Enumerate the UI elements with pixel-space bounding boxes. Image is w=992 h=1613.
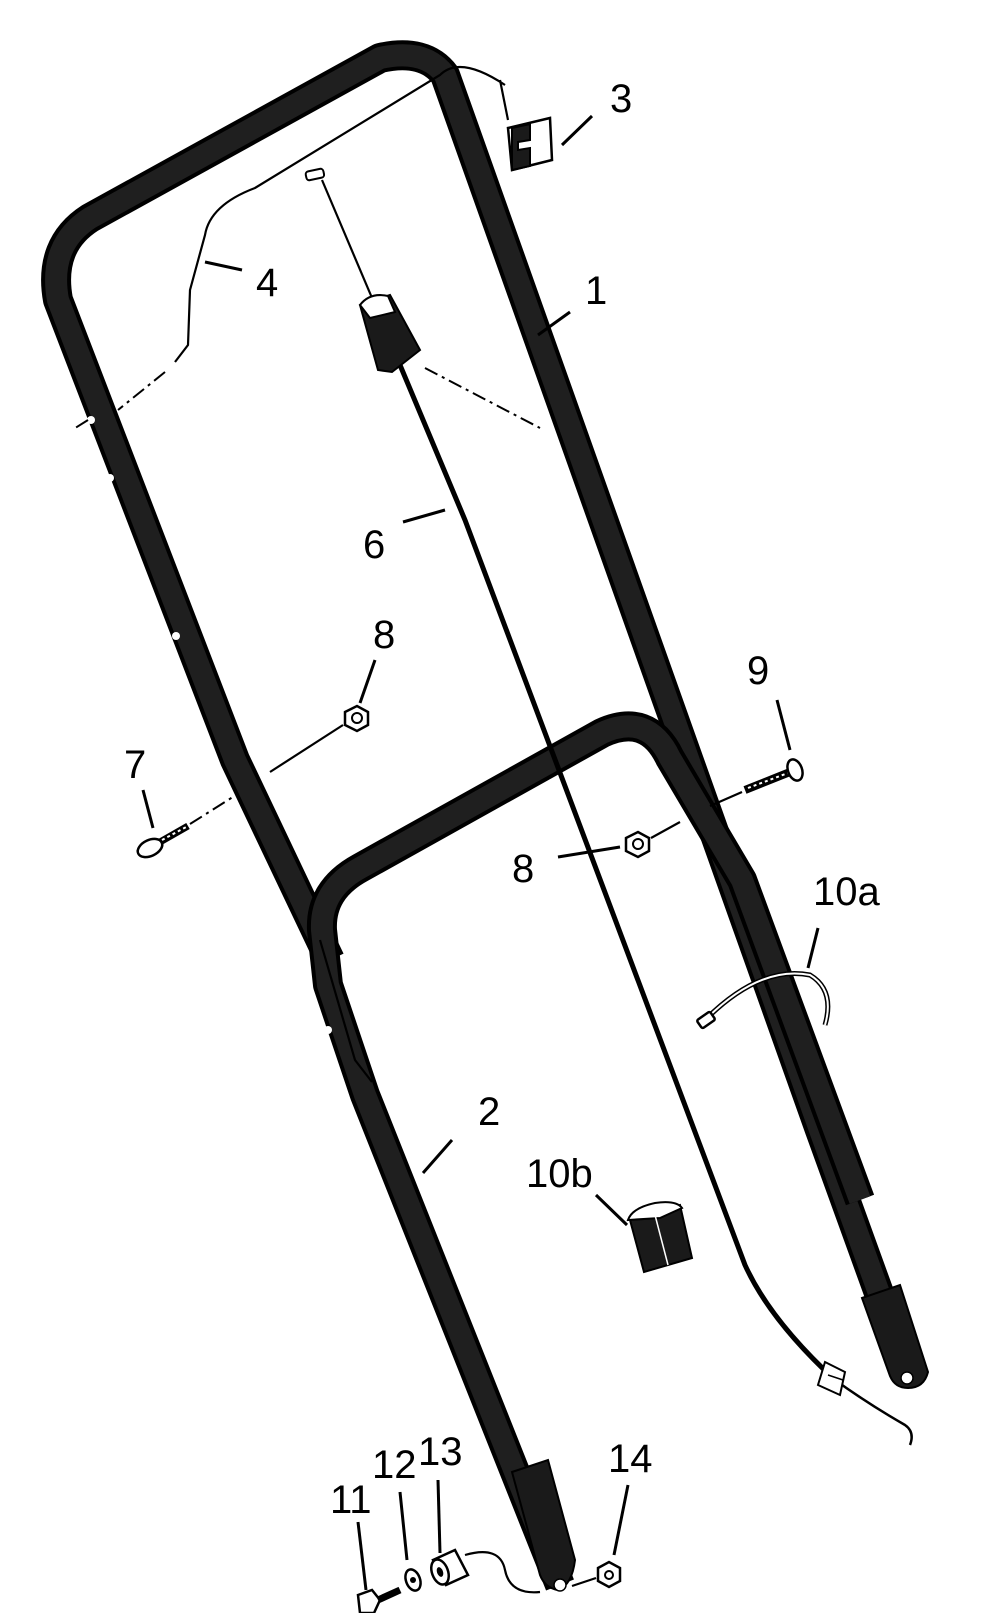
callout-labels: 3 1 4 6 8 7 9 8 10a 2 10b 11 12 13 14 [124,77,880,1522]
cable-clip-part-10a [696,970,831,1030]
callout-10a: 10a [813,870,880,914]
callout-10b: 10b [526,1152,593,1196]
callout-6: 6 [363,523,385,567]
bolt-part-9 [709,758,804,808]
callout-9: 9 [747,649,769,693]
callout-2: 2 [478,1090,500,1134]
nut-part-8-upper [269,704,370,773]
leader-7 [141,789,155,829]
leader-1 [537,310,571,337]
leader-10b [594,1193,629,1227]
leader-14 [612,1484,630,1556]
callout-7: 7 [124,743,146,787]
cable-guide-part-4 [71,65,510,431]
callout-13: 13 [418,1430,463,1474]
switch-bracket-part-3 [506,116,554,172]
leader-11 [356,1521,368,1591]
bolt-part-11 [356,1586,402,1613]
grip-sleeve-part-10b [626,1201,694,1274]
leader-4 [204,260,243,272]
washer-part-12 [404,1568,422,1592]
leader-9 [775,699,792,751]
callout-8-upper: 8 [373,613,395,657]
control-cable-part-6 [304,167,913,1446]
lower-handle-part-2 [306,711,875,1592]
callout-3: 3 [610,77,632,121]
leader-8b [557,845,621,859]
leader-lines [141,114,820,1591]
callout-11: 11 [330,1478,372,1522]
leader-6 [402,508,446,524]
callout-12: 12 [372,1443,417,1487]
callout-8-lower: 8 [512,847,534,891]
leader-3 [560,114,594,147]
leader-2 [421,1139,454,1174]
callout-4: 4 [256,261,278,305]
leader-10a [806,927,820,969]
spacer-part-13 [430,1548,541,1594]
nut-part-8-lower [624,821,681,859]
eye-bolt-part-7 [136,794,237,859]
leader-13 [436,1479,442,1554]
leader-8a [358,659,377,704]
callout-1: 1 [585,269,607,313]
callout-14: 14 [608,1437,653,1481]
upper-handle-part-1 [41,40,930,1390]
nut-part-14 [571,1560,622,1589]
leader-12 [398,1491,409,1561]
